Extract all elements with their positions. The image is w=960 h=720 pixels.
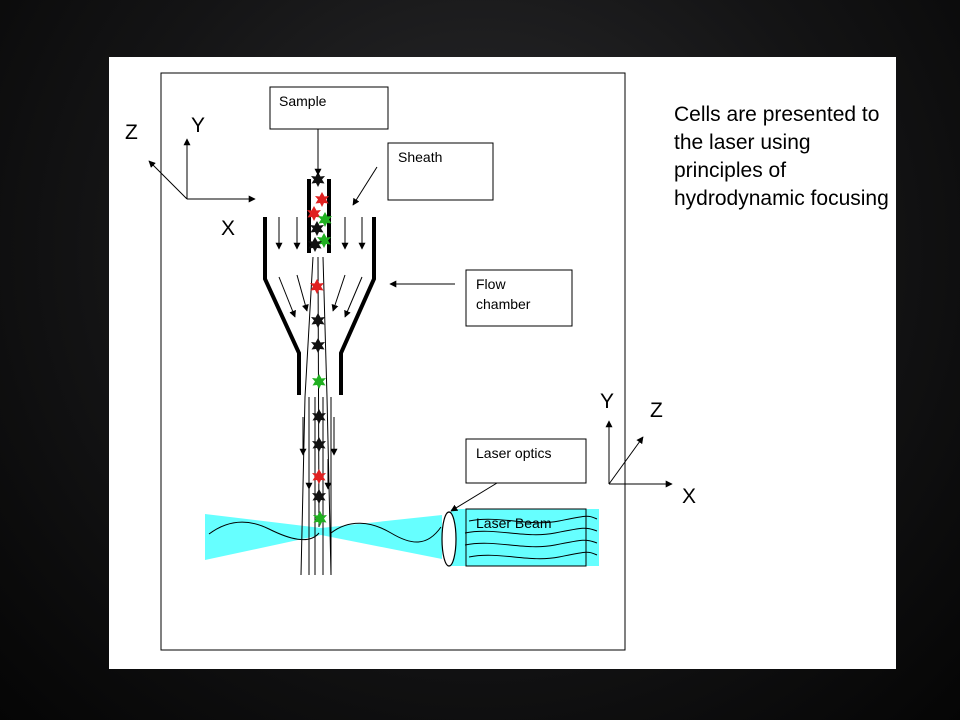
slide-canvas: Sample Sheath Flow chamber Laser optics … xyxy=(109,57,896,669)
laser-optics-pointer xyxy=(450,482,498,512)
laser-wave xyxy=(330,522,442,543)
flow-chamber-wall-left xyxy=(263,217,301,395)
cell-green xyxy=(313,511,327,526)
sheath-flow-arrow xyxy=(344,276,363,318)
cell-red xyxy=(315,192,329,207)
cell-black xyxy=(312,437,326,452)
laser-wave xyxy=(208,521,320,541)
cell-black xyxy=(311,172,325,187)
axis-y-label: Y xyxy=(600,390,614,413)
cell-black xyxy=(311,313,325,328)
flow-chamber-label: chamber xyxy=(476,296,531,312)
sheath-label-box xyxy=(387,142,494,201)
sample-label: Sample xyxy=(279,93,327,109)
streamline xyxy=(322,256,332,576)
laser-optics-label: Laser optics xyxy=(476,445,551,461)
streamline xyxy=(300,256,314,576)
laser-beam-label-box xyxy=(465,508,587,567)
cell-red xyxy=(310,279,324,294)
cell-red xyxy=(312,469,326,484)
cell-black xyxy=(308,237,322,252)
sheath-flow-arrow xyxy=(278,276,296,318)
sheath-pointer xyxy=(352,166,378,206)
laser-wave xyxy=(464,527,598,536)
axis-x-label: X xyxy=(221,217,235,240)
cell-green xyxy=(318,212,332,227)
axis-y-label: Y xyxy=(191,114,205,137)
sheath-flow-arrow xyxy=(296,274,309,312)
cell-green xyxy=(317,233,331,248)
cell-black xyxy=(310,221,324,236)
cell-black xyxy=(311,338,325,353)
cell-black xyxy=(312,489,326,504)
laser-beam-cone xyxy=(321,515,442,559)
laser-beam-label: Laser Beam xyxy=(476,515,551,531)
laser-optics-label-box xyxy=(465,438,587,484)
laser-beam-cone xyxy=(205,514,321,560)
axis-z-arrow xyxy=(148,160,188,200)
axis-z-label: Z xyxy=(650,399,663,422)
flow-chamber-label-box xyxy=(465,269,573,327)
caption-text: Cells are presented to the laser using p… xyxy=(674,103,889,210)
axis-z-label: Z xyxy=(125,121,138,144)
cell-black xyxy=(312,409,326,424)
sample-label-box xyxy=(269,86,389,130)
sheath-flow-arrow xyxy=(331,274,346,312)
cell-green xyxy=(312,374,326,389)
hydrodynamic-focusing-diagram: Sample Sheath Flow chamber Laser optics … xyxy=(125,72,696,651)
laser-beam-block xyxy=(451,509,599,566)
sheath-label: Sheath xyxy=(398,149,442,165)
flow-chamber-wall-right xyxy=(339,217,376,395)
axis-z-arrow xyxy=(608,436,644,485)
laser-wave xyxy=(468,551,598,560)
laser-wave xyxy=(464,539,598,548)
laser-lens xyxy=(441,511,457,567)
diagram-frame xyxy=(160,72,626,651)
axis-x-label: X xyxy=(682,485,696,508)
flow-chamber-label: Flow xyxy=(476,276,506,292)
sample-flow-line xyxy=(317,256,320,528)
laser-wave xyxy=(468,515,598,524)
cell-red xyxy=(307,206,321,221)
